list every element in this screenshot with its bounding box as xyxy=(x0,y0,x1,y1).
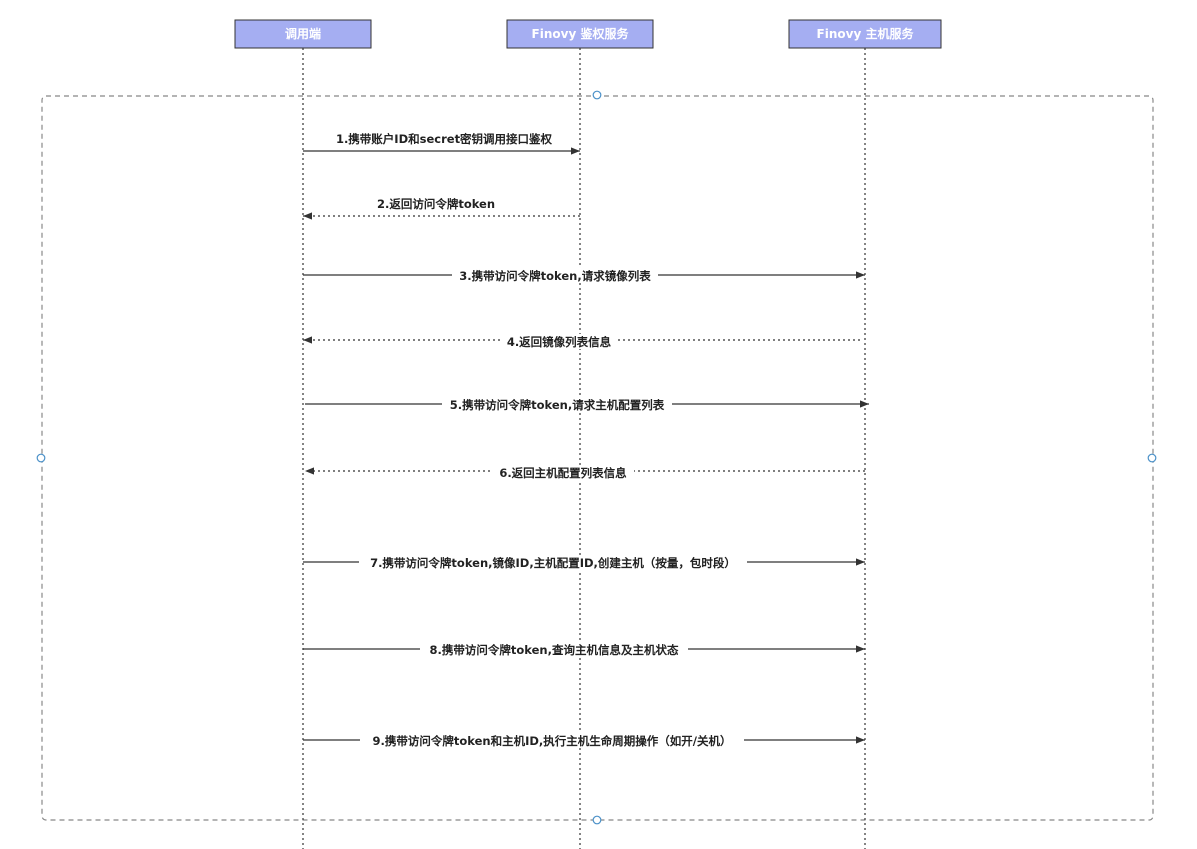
message-1[interactable]: 1.携带账户ID和secret密钥调用接口鉴权 xyxy=(303,132,580,155)
participant-host-label: Finovy 主机服务 xyxy=(817,26,915,41)
message-5-label: 5.携带访问令牌token,请求主机配置列表 xyxy=(450,398,665,412)
message-9-label: 9.携带访问令牌token和主机ID,执行主机生命周期操作（如开/关机） xyxy=(373,734,732,748)
message-9[interactable]: 9.携带访问令牌token和主机ID,执行主机生命周期操作（如开/关机） xyxy=(303,733,865,748)
participant-host[interactable]: Finovy 主机服务 xyxy=(788,19,942,49)
message-1-label: 1.携带账户ID和secret密钥调用接口鉴权 xyxy=(336,132,553,146)
message-8[interactable]: 8.携带访问令牌token,查询主机信息及主机状态 xyxy=(303,642,865,657)
message-4[interactable]: 4.返回镜像列表信息 xyxy=(303,334,860,349)
message-8-label: 8.携带访问令牌token,查询主机信息及主机状态 xyxy=(430,643,679,657)
message-7[interactable]: 7.携带访问令牌token,镜像ID,主机配置ID,创建主机（按量，包时段） xyxy=(303,555,865,570)
message-5[interactable]: 5.携带访问令牌token,请求主机配置列表 xyxy=(305,397,869,412)
message-2[interactable]: 2.返回访问令牌token xyxy=(303,197,580,220)
participant-auth[interactable]: Finovy 鉴权服务 xyxy=(506,19,654,49)
message-6-label: 6.返回主机配置列表信息 xyxy=(499,466,627,480)
message-2-label: 2.返回访问令牌token xyxy=(377,197,495,211)
participant-auth-label: Finovy 鉴权服务 xyxy=(532,26,630,41)
resize-handle-right[interactable] xyxy=(1147,453,1157,463)
message-4-label: 4.返回镜像列表信息 xyxy=(507,335,612,349)
resize-handle-bottom[interactable] xyxy=(592,815,602,825)
message-3-label: 3.携带访问令牌token,请求镜像列表 xyxy=(459,269,651,283)
message-3[interactable]: 3.携带访问令牌token,请求镜像列表 xyxy=(303,268,865,283)
message-7-label: 7.携带访问令牌token,镜像ID,主机配置ID,创建主机（按量，包时段） xyxy=(370,556,736,570)
resize-handle-left[interactable] xyxy=(36,453,46,463)
participant-caller[interactable]: 调用端 xyxy=(234,19,372,49)
resize-handle-top[interactable] xyxy=(592,90,602,100)
participant-caller-label: 调用端 xyxy=(285,26,321,41)
selection-frame xyxy=(41,95,1154,821)
message-6[interactable]: 6.返回主机配置列表信息 xyxy=(305,465,865,480)
